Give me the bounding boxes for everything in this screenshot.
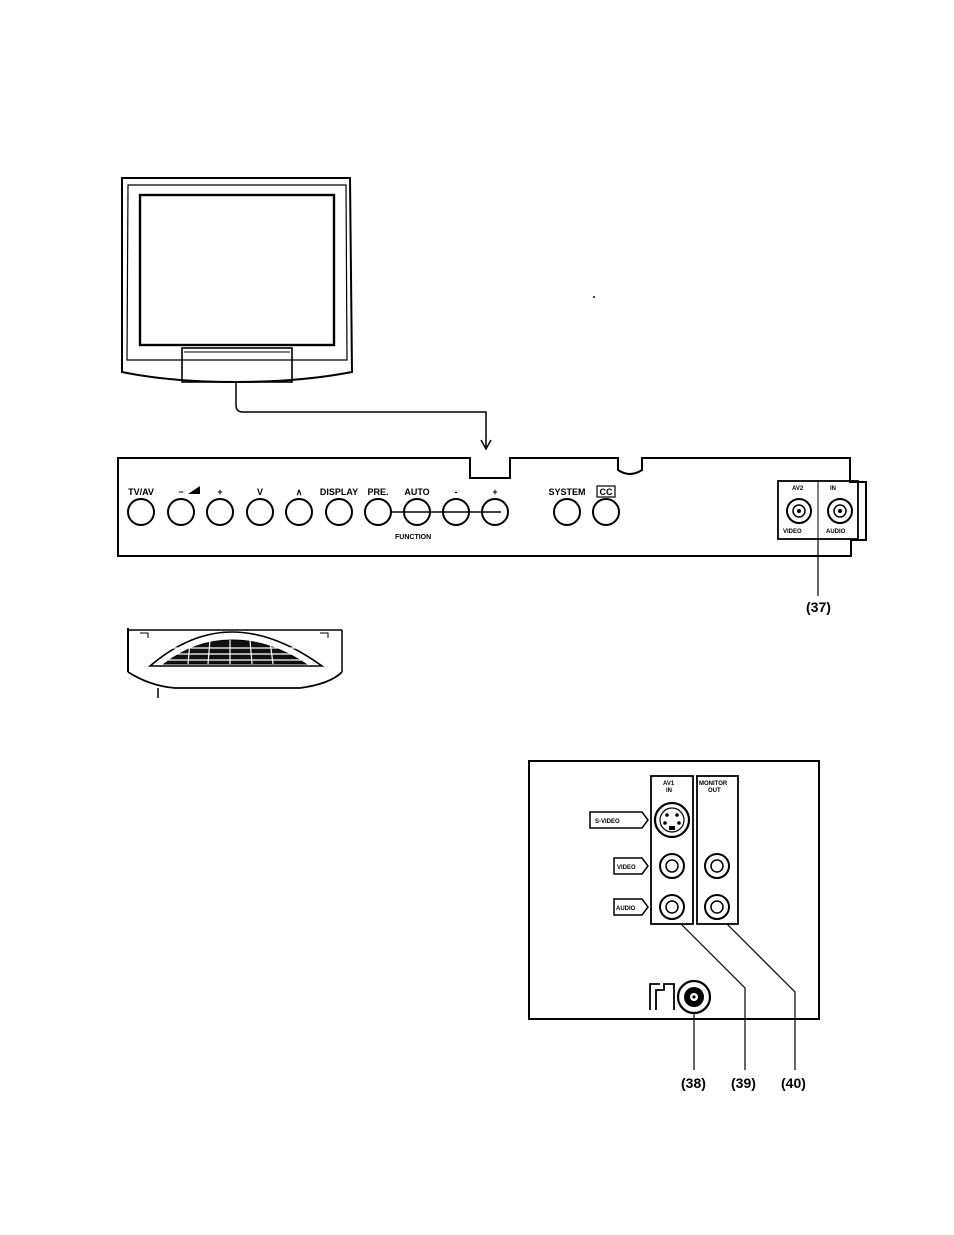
front-button-row: TV/AV − + V ∧ DISPLAY PRE. AUTO - + SYSTEM CC <box>128 486 619 525</box>
auto-button[interactable]: AUTO <box>404 487 430 525</box>
callout-40: (40) <box>781 1075 806 1091</box>
callout-39: (39) <box>731 1075 756 1091</box>
channel-up-button[interactable]: ∧ <box>286 487 312 525</box>
system-button[interactable]: SYSTEM <box>548 487 585 525</box>
tv-av-button[interactable]: TV/AV <box>128 487 154 525</box>
svg-text:VIDEO: VIDEO <box>617 865 636 871</box>
av2-video-jack[interactable] <box>787 499 811 523</box>
av2-video-label: VIDEO <box>783 529 802 535</box>
video-tag: VIDEO <box>614 858 648 874</box>
function-minus-button[interactable]: - <box>443 487 469 525</box>
monitor-out-column <box>697 776 738 924</box>
av1-label: AV1 <box>663 781 675 787</box>
preset-button[interactable]: PRE. <box>365 487 391 525</box>
av2-terminal-block: AV2 IN VIDEO AUDIO <box>778 481 858 539</box>
volume-wedge-icon <box>188 486 200 494</box>
rear-panel: AV1 IN MONITOR OUT <box>529 761 819 1091</box>
channel-down-button[interactable]: V <box>247 487 273 525</box>
av1-svideo-jack[interactable] <box>655 803 689 837</box>
speck <box>593 296 595 298</box>
preset-label: PRE. <box>367 487 388 497</box>
channel-down-label: V <box>257 487 263 497</box>
tv-bottom-grille <box>128 628 342 698</box>
monitor-out-audio-jack[interactable] <box>705 895 729 919</box>
volume-down-label: − <box>178 487 183 497</box>
front-control-panel: TV/AV − + V ∧ DISPLAY PRE. AUTO - + SYSTEM CC FUNCT… <box>118 458 866 615</box>
callout-40-leader <box>727 924 795 1070</box>
svideo-tag: S-VIDEO <box>590 812 648 828</box>
av2-label: AV2 <box>792 486 804 492</box>
function-plus-label: + <box>492 487 497 497</box>
av2-audio-jack[interactable] <box>828 499 852 523</box>
display-button[interactable]: DISPLAY <box>320 487 358 525</box>
callout-37: (37) <box>806 599 831 615</box>
function-minus-label: - <box>455 487 458 497</box>
av2-audio-label: AUDIO <box>826 529 846 535</box>
function-label: FUNCTION <box>395 534 431 541</box>
monitor-out-video-jack[interactable] <box>705 854 729 878</box>
monitor-label: MONITOR <box>699 781 728 787</box>
antenna-rf-jack[interactable] <box>678 981 710 1013</box>
callout-38: (38) <box>681 1075 706 1091</box>
volume-up-label: + <box>217 487 222 497</box>
system-label: SYSTEM <box>548 487 585 497</box>
tv-av-label: TV/AV <box>128 487 154 497</box>
channel-up-label: ∧ <box>296 487 303 497</box>
in-label: IN <box>830 486 836 492</box>
antenna-symbol <box>650 984 674 1010</box>
svg-text:AUDIO: AUDIO <box>616 906 636 912</box>
av1-in-label: IN <box>666 788 672 794</box>
av1-audio-jack[interactable] <box>660 895 684 919</box>
monitor-out-label: OUT <box>708 788 721 794</box>
cc-label: CC <box>600 487 613 497</box>
svg-text:S-VIDEO: S-VIDEO <box>595 819 620 825</box>
display-label: DISPLAY <box>320 487 358 497</box>
audio-tag: AUDIO <box>614 899 648 915</box>
auto-label: AUTO <box>404 487 429 497</box>
av1-video-jack[interactable] <box>660 854 684 878</box>
tv-illustration <box>122 178 491 449</box>
av1-in-column <box>651 776 693 924</box>
volume-up-button[interactable]: + <box>207 487 233 525</box>
function-plus-button[interactable]: + <box>482 487 508 525</box>
